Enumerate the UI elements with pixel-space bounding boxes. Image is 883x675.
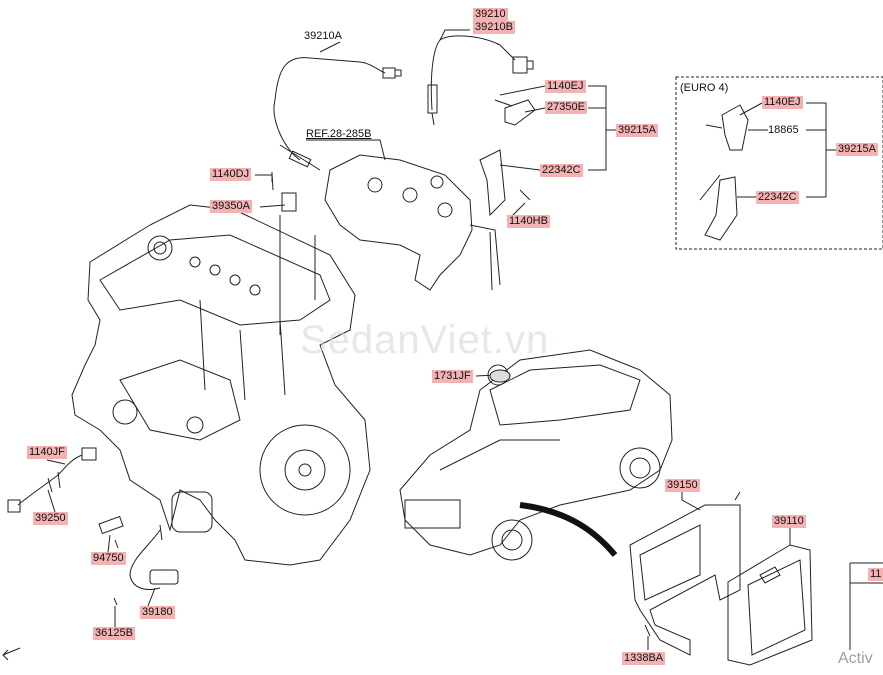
ecu-bracket-39150 [629,491,741,656]
corner-arrow-icon [2,647,21,661]
partial-table-box [849,562,883,650]
euro4-box [675,76,883,250]
label-39150: 39150 [665,479,700,492]
label-18865: 18865 [768,124,799,136]
label-ref: REF.28-285B [306,128,372,140]
oxygen-sensor-39210A [273,57,402,171]
label-39180: 39180 [140,606,175,619]
oxygen-sensor-39210B [427,35,534,126]
label-39215A-main: 39215A [616,124,658,137]
sensor-94750 [98,515,124,549]
label-36125B: 36125B [93,627,135,640]
label-1140EJ-main: 1140EJ [545,80,586,93]
label-94750: 94750 [91,552,126,565]
car-illustration [399,349,673,561]
label-1140JF: 1140JF [27,446,67,459]
label-euro4: (EURO 4) [680,82,729,94]
label-22342C-main: 22342C [540,164,583,177]
bolt-1338BA [644,624,651,637]
ecu-39110 [727,544,813,666]
label-39210B: 39210B [473,21,515,34]
watermark: SedanViet.vn [300,318,550,362]
label-1338BA: 1338BA [622,652,666,665]
label-39250: 39250 [33,512,68,525]
sensor-39180 [113,524,179,606]
label-11-partial: 11 [868,568,883,581]
label-1140EJ-euro4: 1140EJ [762,96,803,109]
leader-lines [46,29,836,650]
label-39350A: 39350A [210,200,252,213]
activation-watermark: Activ [838,650,873,667]
label-22342C-euro4: 22342C [756,191,799,204]
exhaust-manifold [324,154,501,291]
label-27350E: 27350E [545,101,587,114]
plug-1731JF [489,369,511,383]
bracket-27350E [479,99,536,217]
label-39210: 39210 [473,8,508,21]
euro4-brackets [699,104,749,241]
sensor-39350A [271,172,316,335]
label-1731JF: 1731JF [432,370,473,383]
label-39210A: 39210A [304,30,342,42]
label-39215A-euro4: 39215A [836,143,878,156]
label-39110: 39110 [772,515,806,528]
pointer-arrow [519,502,618,557]
label-1140HB: 1140HB [507,215,550,228]
engine-block [71,204,371,566]
sensor-39250 [7,447,97,513]
label-1140DJ: 1140DJ [210,168,252,181]
